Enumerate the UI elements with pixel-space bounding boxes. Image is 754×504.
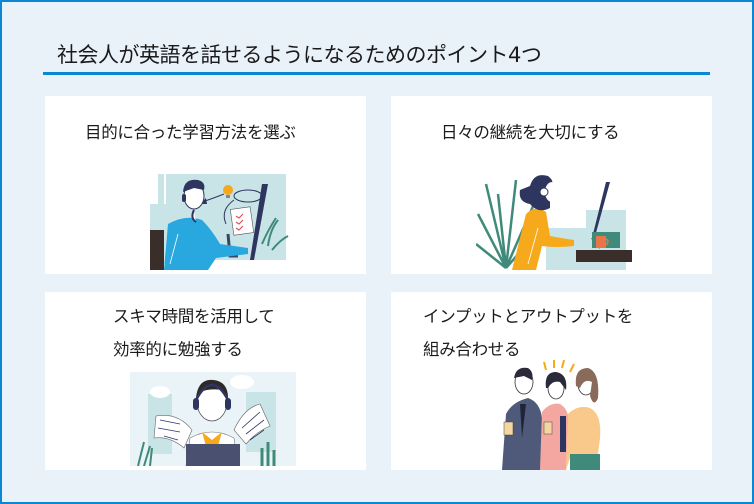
point-card-3-label-line-2: 効率的に勉強する: [113, 340, 243, 359]
title-underline: [43, 72, 710, 75]
point-card-3-label-line-1: スキマ時間を活用して: [113, 307, 275, 326]
point-card-4-label-line-1: インプットとアウトプットを: [423, 307, 634, 326]
point-card-4: インプットとアウトプットを 組み合わせる: [391, 292, 712, 470]
point-card-4-label-line-2: 組み合わせる: [423, 340, 521, 359]
man-with-headset-thinking-at-computer-icon: [150, 174, 289, 270]
man-with-headphones-laptop-notes-icon: [130, 372, 296, 466]
point-card-1: 目的に合った学習方法を選ぶ: [45, 96, 366, 274]
point-card-1-label: 目的に合った学習方法を選ぶ: [85, 123, 296, 142]
three-people-talking-with-coffee-icon: [502, 359, 601, 470]
point-card-2: 日々の継続を大切にする: [391, 96, 712, 274]
point-card-3: スキマ時間を活用して 効率的に勉強する: [45, 292, 366, 470]
woman-with-headset-typing-at-computer-icon: [476, 175, 632, 270]
point-card-2-label: 日々の継続を大切にする: [441, 123, 620, 142]
page-title: 社会人が英語を話せるようになるためのポイント4つ: [57, 43, 542, 67]
